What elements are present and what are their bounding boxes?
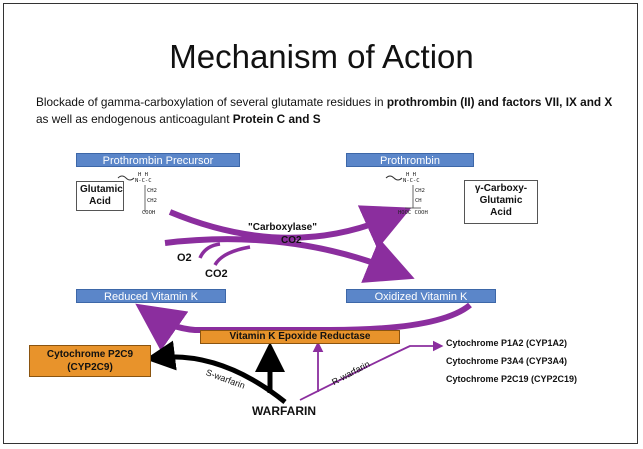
molecule-right-ch: CH <box>415 198 422 204</box>
page-title: Mechanism of Action <box>169 38 474 75</box>
vkor-box: Vitamin K Epoxide Reductase <box>200 330 400 344</box>
gamma-carboxy-label: γ-Carboxy-Glutamic Acid <box>464 180 538 224</box>
o2-arrow <box>198 242 221 259</box>
co2-top-label: CO2 <box>281 235 302 246</box>
description-bold-2: Protein C and S <box>232 112 321 126</box>
co2-left-label: CO2 <box>205 268 228 280</box>
recycle-arrow <box>135 302 472 351</box>
molecule-left-ch2a: CH2 <box>147 188 157 194</box>
cyp2c9-box: Cytochrome P2C9 (CYP2C9) <box>29 345 151 377</box>
o2-label: O2 <box>177 252 192 264</box>
molecule-right-nh: H H <box>406 172 416 178</box>
cytochrome-item-1: Cytochrome P1A2 (CYP1A2) <box>446 338 568 348</box>
reduced-vitamin-k-box: Reduced Vitamin K <box>76 289 226 303</box>
molecule-left-ch2b: CH2 <box>147 198 157 204</box>
description-bold-1: prothrombin (II) and factors VII, IX and… <box>386 95 613 109</box>
co2-arrow <box>213 245 251 266</box>
cytochrome-item-3: Cytochrome P2C19 (CYP2C19) <box>446 374 578 384</box>
description-text-1: Blockade of gamma-carboxylation of sever… <box>36 95 387 109</box>
molecule-right-ch2: CH2 <box>415 188 425 194</box>
molecule-left-cooh: COOH <box>142 210 156 216</box>
molecule-right-cooh: HOOC COOH <box>398 210 428 216</box>
oxidized-vitamin-k-box: Oxidized Vitamin K <box>346 289 496 303</box>
warfarin-label: WARFARIN <box>252 404 316 418</box>
prothrombin-box: Prothrombin <box>346 153 474 167</box>
prothrombin-precursor-box: Prothrombin Precursor <box>76 153 240 167</box>
carboxylation-arrow <box>168 205 412 250</box>
glutamic-acid-label: Glutamic Acid <box>76 181 124 211</box>
oxidation-arrow <box>164 236 415 283</box>
chain-left <box>117 175 135 181</box>
chain-right <box>385 175 403 181</box>
molecule-right-nc: N-C-C <box>403 178 420 184</box>
molecule-left-nh: H H <box>138 172 148 178</box>
description: Blockade of gamma-carboxylation of sever… <box>36 94 616 128</box>
molecule-left-nc: N-C-C <box>135 178 152 184</box>
r-warfarin-arrow <box>299 340 444 401</box>
cyp2c9-label: Cytochrome P2C9 (CYP2C9) <box>46 349 134 373</box>
carboxylase-label: "Carboxylase" <box>248 222 317 233</box>
description-text-2: as well as endogenous anticoagulant <box>36 112 233 126</box>
cytochrome-item-2: Cytochrome P3A4 (CYP3A4) <box>446 356 568 366</box>
